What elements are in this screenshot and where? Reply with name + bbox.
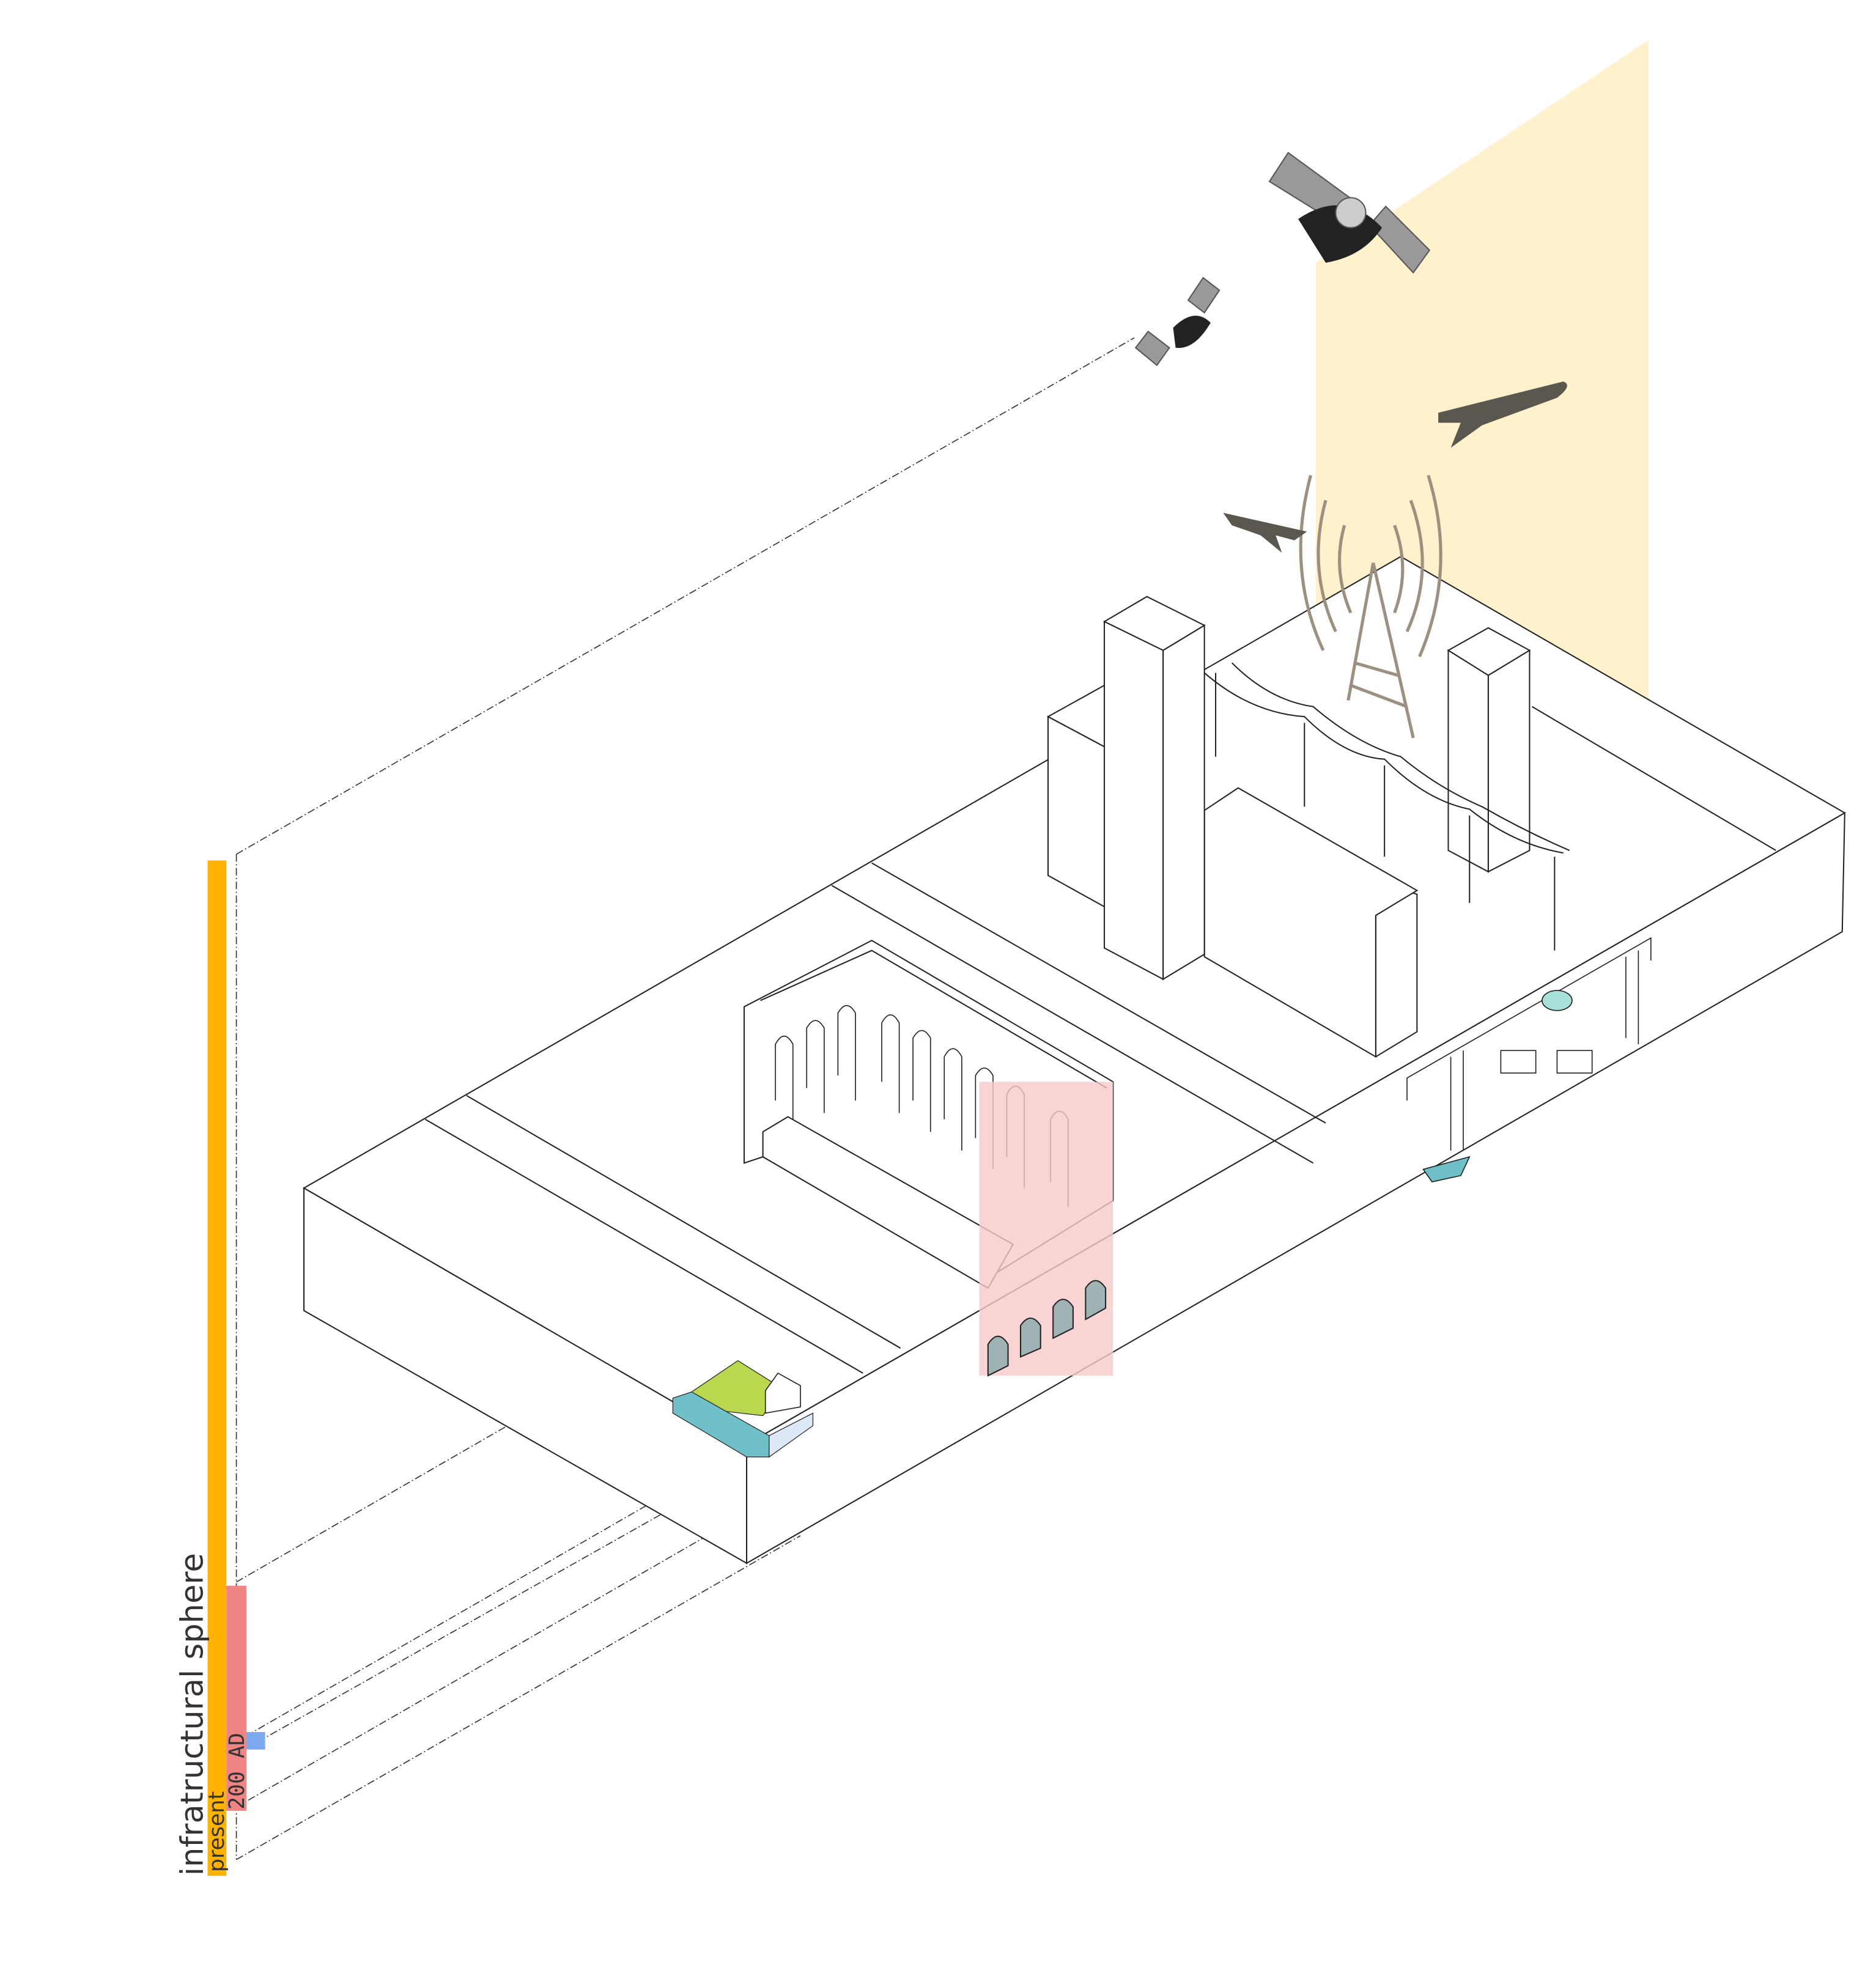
water-timeline-bar (246, 1731, 265, 1750)
legend-title: infratructural sphere (174, 1553, 210, 1876)
airplane-icon (1438, 382, 1567, 448)
radio-tower-icon (1299, 474, 1442, 739)
ancient-timeline-bar (226, 1585, 246, 1811)
house-icon (764, 1372, 801, 1414)
roman-arches (987, 1280, 1107, 1377)
ancient-label: 200 AD (225, 1733, 249, 1810)
satellite-icon (1134, 276, 1221, 366)
present-timeline-bar (207, 860, 227, 1876)
satellite-icon (1268, 152, 1431, 274)
present-label: present (205, 1791, 229, 1872)
ancient-settlement (672, 1360, 814, 1458)
subway-train-icon (1406, 937, 1652, 1182)
roman-layer-highlight (979, 1082, 1113, 1376)
airplane-icon (1223, 512, 1307, 553)
power-line-icon (1203, 662, 1570, 951)
